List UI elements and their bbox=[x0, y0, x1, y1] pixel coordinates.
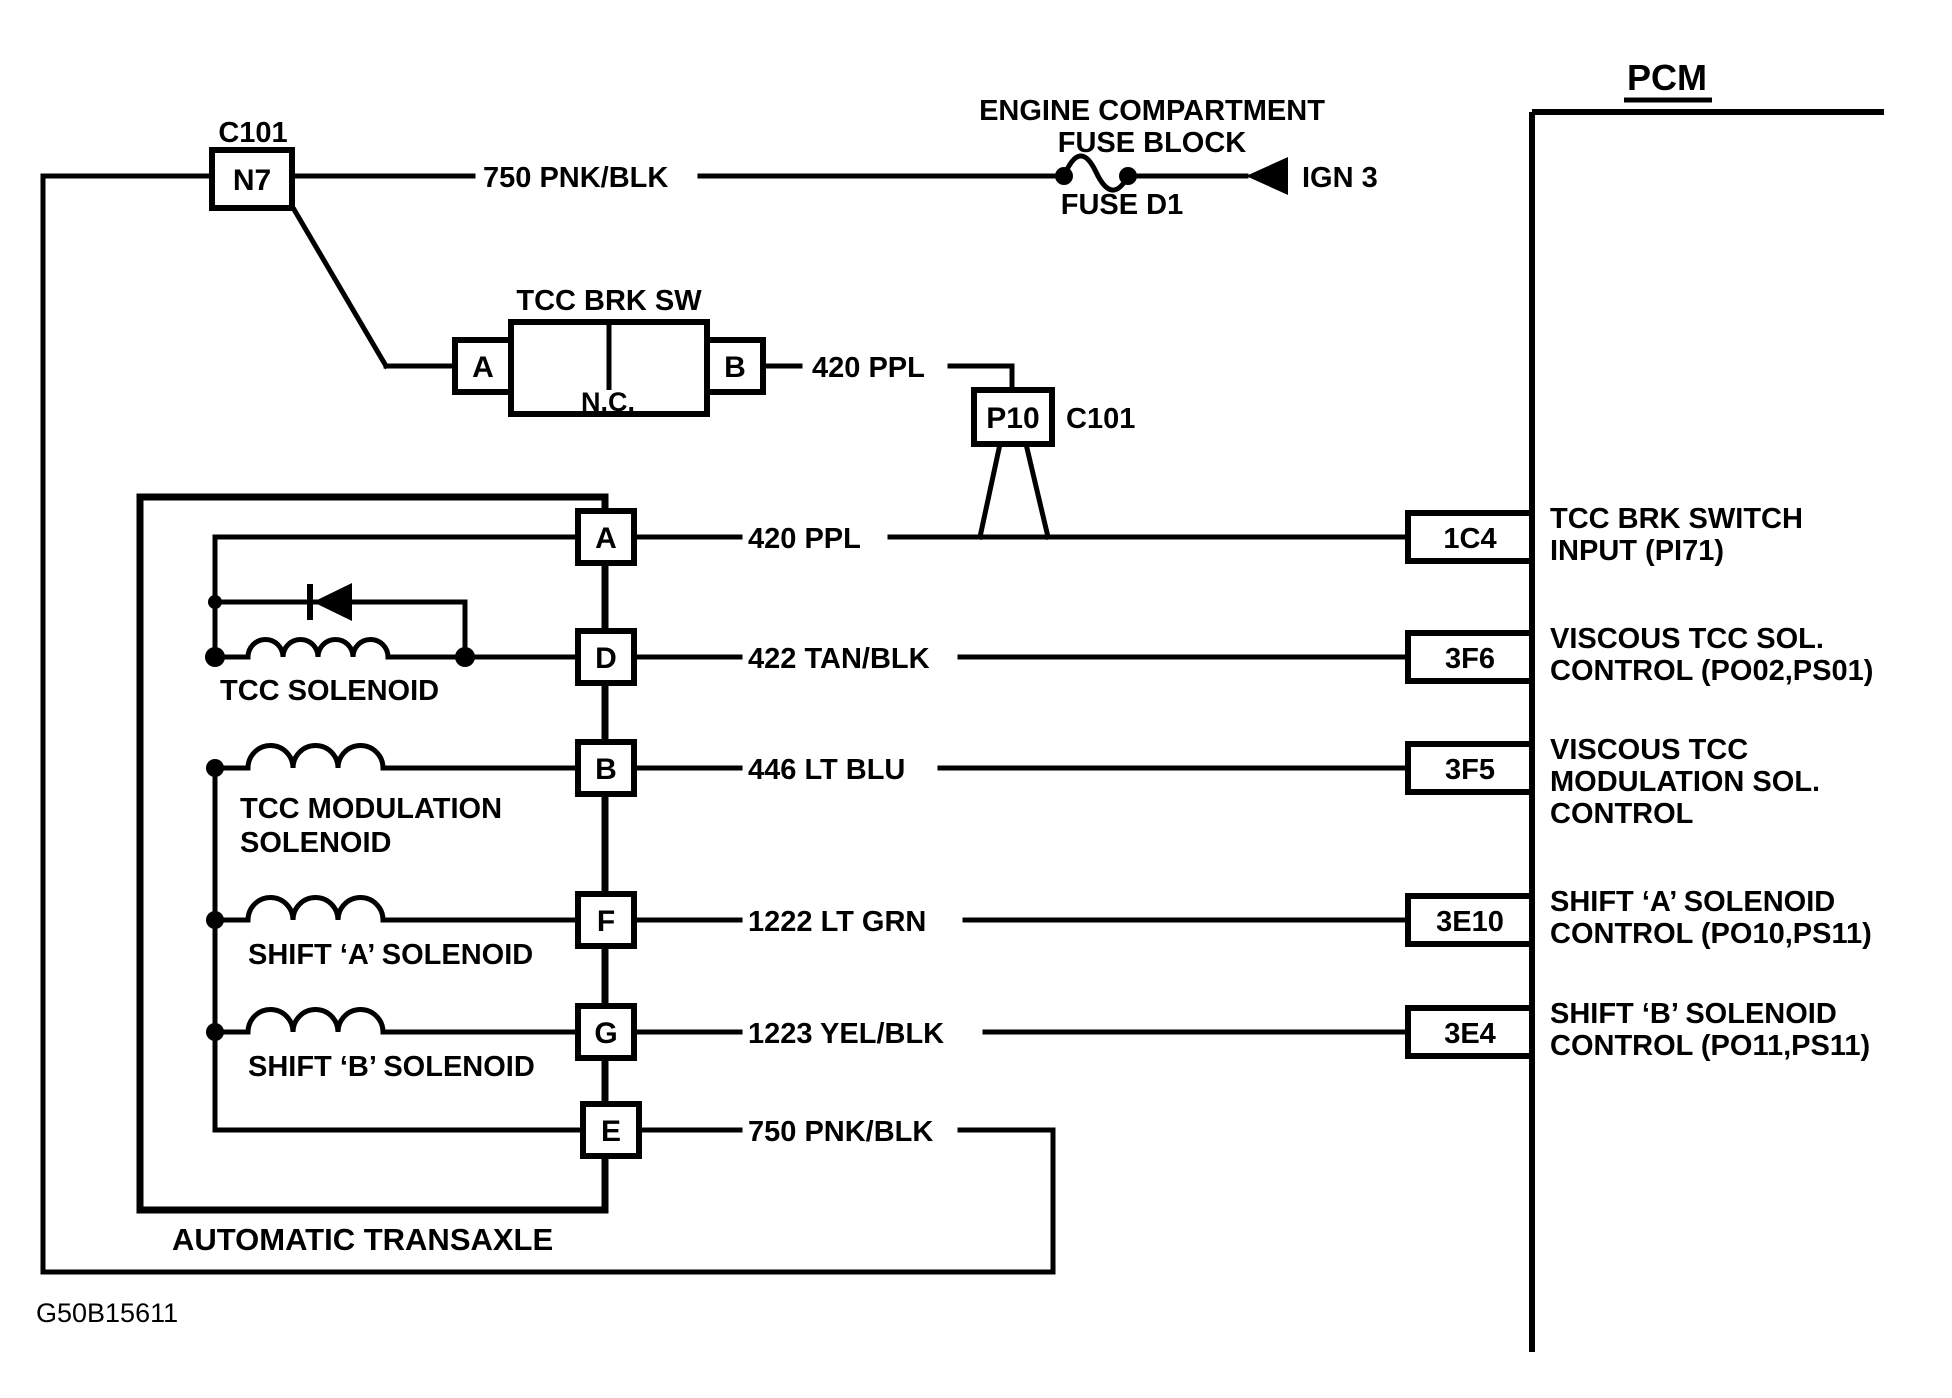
pcm-desc-1c4-line2: INPUT (PI71) bbox=[1550, 535, 1724, 567]
shift-a-solenoid-label: SHIFT ‘A’ SOLENOID bbox=[248, 939, 533, 971]
p10-leg-left bbox=[977, 441, 1003, 540]
connector-c101-top-label: C101 bbox=[218, 117, 287, 149]
fuse-squiggle bbox=[1060, 153, 1132, 193]
wire-446-label: 446 LT BLU bbox=[748, 754, 905, 786]
terminal-e-label: E bbox=[601, 1115, 621, 1148]
wire-422-label: 422 TAN/BLK bbox=[748, 643, 930, 675]
ign3-arrow-icon bbox=[1246, 157, 1288, 195]
diode-icon bbox=[307, 583, 352, 621]
terminal-g-label: G bbox=[594, 1017, 617, 1050]
coil-shift-a bbox=[212, 895, 581, 923]
terminal-d-box bbox=[575, 628, 637, 686]
wire-1223-label: 1223 YEL/BLK bbox=[748, 1018, 944, 1050]
pcm-desc-3e4-line1: SHIFT ‘B’ SOLENOID bbox=[1550, 998, 1837, 1030]
pcm-desc-3e10-line1: SHIFT ‘A’ SOLENOID bbox=[1550, 886, 1835, 918]
tcc-coil-junction-right bbox=[455, 647, 475, 667]
shift-b-junction bbox=[206, 1023, 224, 1041]
switch-terminal-a-label: A bbox=[472, 351, 494, 384]
connector-c101-mid-label: C101 bbox=[1066, 403, 1135, 435]
fuse-dot-right bbox=[1119, 167, 1137, 185]
terminal-a-label: A bbox=[595, 522, 617, 555]
fuse-block-line2: FUSE BLOCK bbox=[1058, 127, 1247, 159]
terminal-a-box bbox=[575, 508, 637, 566]
fuse-block-line1: ENGINE COMPARTMENT bbox=[979, 95, 1325, 127]
coil-tcc-modulation bbox=[212, 743, 581, 771]
diode-junction bbox=[208, 595, 222, 609]
coil-shift-b bbox=[212, 1007, 581, 1035]
pcm-pin-3f5: 3F5 bbox=[1445, 754, 1495, 786]
wire-1222-label: 1222 LT GRN bbox=[748, 906, 926, 938]
terminal-g-box bbox=[575, 1003, 637, 1061]
pcm-pin-1c4: 1C4 bbox=[1443, 523, 1496, 555]
pcm-pin-3e4: 3E4 bbox=[1444, 1018, 1496, 1050]
figure-id: G50B15611 bbox=[36, 1298, 178, 1328]
wire-750-loop bbox=[40, 173, 1056, 1275]
terminal-b-box bbox=[575, 739, 637, 797]
pcm-pin-3e4-box bbox=[1405, 1005, 1535, 1059]
ign3-label: IGN 3 bbox=[1302, 162, 1378, 194]
fuse-dot-left bbox=[1055, 167, 1073, 185]
terminal-b-label: B bbox=[595, 753, 617, 786]
terminal-e-box bbox=[580, 1101, 642, 1159]
pcm-pin-3e10-box bbox=[1405, 893, 1535, 947]
component-boxes bbox=[136, 147, 1535, 1214]
wire-750-bot-label: 750 PNK/BLK bbox=[748, 1116, 933, 1148]
pcm-pin-3e10: 3E10 bbox=[1436, 906, 1504, 938]
switch-terminal-b-box bbox=[704, 337, 766, 395]
switch-state-label: N.C. bbox=[581, 387, 635, 417]
pcm-desc-3e10-line2: CONTROL (PO10,PS11) bbox=[1550, 918, 1872, 950]
shift-a-junction bbox=[206, 911, 224, 929]
pcm-desc-3f5-line3: CONTROL bbox=[1550, 798, 1693, 830]
transaxle-box bbox=[136, 493, 609, 1214]
terminal-f-label: F bbox=[597, 905, 615, 938]
pcm-desc-3e4-line2: CONTROL (PO11,PS11) bbox=[1550, 1030, 1870, 1062]
pcm-pin-1c4-box bbox=[1405, 510, 1535, 564]
wires bbox=[40, 153, 1411, 1275]
pcm-desc-3f5-line2: MODULATION SOL. bbox=[1550, 766, 1820, 798]
wire-420-switch-label: 420 PPL bbox=[812, 352, 925, 384]
pcm-pin-3f6-box bbox=[1405, 630, 1535, 684]
p10-leg-right bbox=[1022, 440, 1052, 541]
connector-p10-box bbox=[971, 387, 1055, 447]
pcm-title: PCM bbox=[1627, 57, 1707, 98]
pcm-desc-1c4-line1: TCC BRK SWITCH bbox=[1550, 503, 1803, 535]
connector-n7-pin: N7 bbox=[233, 164, 271, 197]
tcc-coil-junction-left bbox=[205, 647, 225, 667]
tcc-modulation-label-line2: SOLENOID bbox=[240, 827, 391, 859]
tcc-solenoid-label: TCC SOLENOID bbox=[220, 675, 439, 707]
pcm-desc-3f6-line1: VISCOUS TCC SOL. bbox=[1550, 623, 1824, 655]
pcm-desc-3f5-line1: VISCOUS TCC bbox=[1550, 734, 1748, 766]
wire-420-label: 420 PPL bbox=[748, 523, 861, 555]
tcc-brk-sw-title: TCC BRK SW bbox=[516, 285, 702, 317]
shift-b-solenoid-label: SHIFT ‘B’ SOLENOID bbox=[248, 1051, 535, 1083]
pcm-pin-3f6: 3F6 bbox=[1445, 643, 1495, 675]
pcm-desc-3f6-line2: CONTROL (PO02,PS01) bbox=[1550, 655, 1873, 687]
transaxle-label: AUTOMATIC TRANSAXLE bbox=[172, 1222, 553, 1257]
wire-750-top-label: 750 PNK/BLK bbox=[483, 162, 668, 194]
tcc-modulation-label-line1: TCC MODULATION bbox=[240, 793, 502, 825]
mod-coil-junction bbox=[206, 759, 224, 777]
fuse-d1-label: FUSE D1 bbox=[1061, 189, 1183, 221]
wire-n7-diagonal bbox=[288, 202, 390, 370]
switch-terminal-b-label: B bbox=[724, 351, 746, 384]
terminal-f-box bbox=[575, 891, 637, 949]
switch-terminal-a-box bbox=[452, 337, 514, 395]
pcm-pin-3f5-box bbox=[1405, 741, 1535, 795]
terminal-d-label: D bbox=[595, 642, 617, 675]
connector-p10-pin: P10 bbox=[986, 402, 1039, 435]
coil-tcc-solenoid bbox=[212, 637, 581, 660]
pcm-border bbox=[1529, 97, 1884, 1352]
connector-n7-box bbox=[209, 147, 295, 211]
